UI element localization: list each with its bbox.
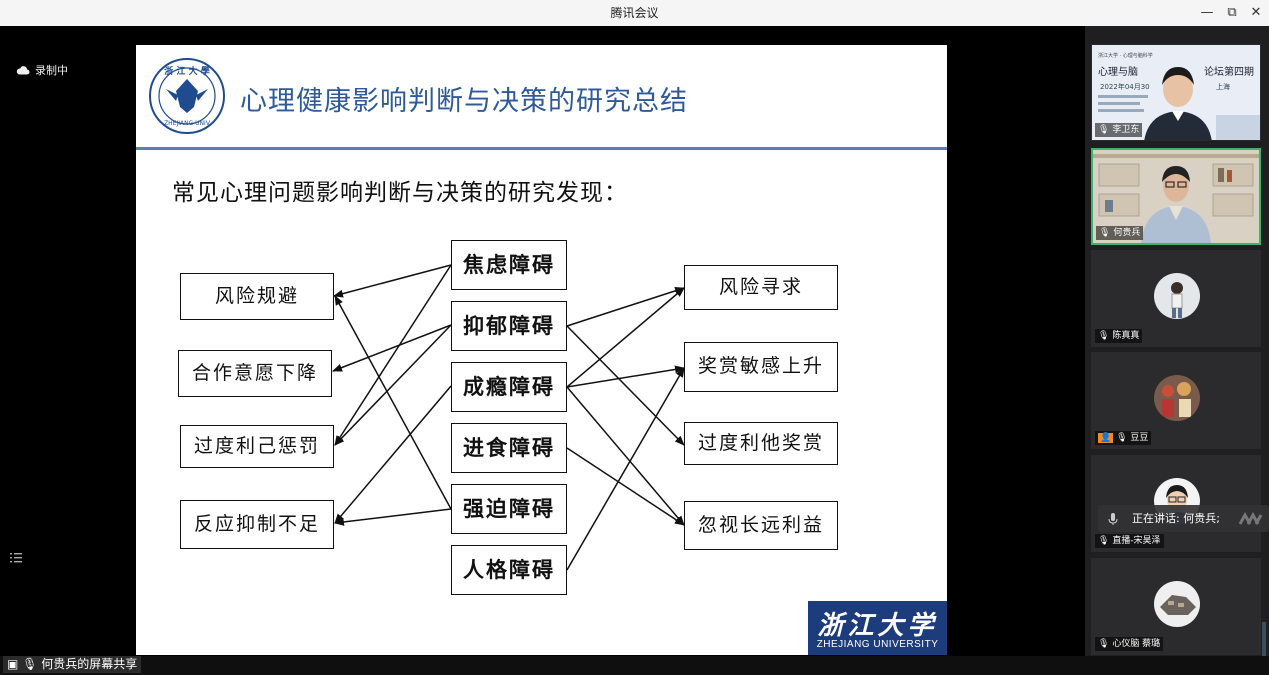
speaker-icon [1106, 511, 1120, 530]
sidebar-scrollbar[interactable] [1262, 622, 1266, 656]
arrow-depression-to-cooperation [332, 324, 452, 372]
mid-box-personality: 人格障碍 [451, 545, 567, 595]
arrow-addiction-to-reward-sensitivity [566, 365, 685, 388]
speaking-indicator: 正在讲话: 何贵兵; [1098, 505, 1269, 532]
right-box-altruistic-reward: 过度利他奖赏 [684, 422, 838, 465]
svg-text:浙 江 大 學: 浙 江 大 學 [164, 65, 209, 77]
participant-tile[interactable]: 🎙 直播-宋昊泽 [1091, 455, 1261, 552]
participant-tile[interactable]: 🎙 心仪脑 蔡璐 [1091, 558, 1261, 655]
title-divider [136, 147, 947, 150]
participant-name: 🎙 心仪脑 蔡璐 [1095, 637, 1164, 651]
left-box-selfish-punishment: 过度利己惩罚 [180, 425, 334, 468]
participant-tile[interactable]: 🎙 陈真真 [1091, 250, 1261, 347]
zju-logo-cn: 浙江大学 [817, 611, 938, 641]
cloud-icon [16, 65, 30, 78]
arrow-addiction-to-longterm-neglect [566, 386, 685, 526]
window-title: 腾讯会议 [610, 6, 659, 20]
person-icon: 👤 [1098, 433, 1114, 443]
arrow-anxiety-to-selfish-punishment [334, 264, 452, 446]
svg-text:浙江大学 · 心理与脑科学: 浙江大学 · 心理与脑科学 [1098, 52, 1153, 59]
arrow-ocd-to-risk-avoidance [334, 295, 452, 510]
arrow-depression-to-altruistic-reward [566, 325, 685, 446]
mid-box-ocd: 强迫障碍 [451, 484, 567, 534]
minimize-button[interactable]: — [1200, 5, 1214, 20]
mid-box-anxiety: 焦虑障碍 [451, 240, 567, 290]
mid-box-depression: 抑郁障碍 [451, 301, 567, 351]
audio-wave-icon [1238, 511, 1264, 530]
mic-muted-icon: 🎙 [1098, 536, 1110, 546]
zju-seal-logo: 浙 江 大 學 ZHEJIANG UNIV [148, 57, 226, 135]
restore-button[interactable]: ⧉ [1227, 5, 1237, 20]
recording-indicator[interactable]: 录制中 [16, 62, 68, 78]
left-box-risk-avoidance: 风险规避 [180, 273, 334, 320]
left-box-response-inhibition: 反应抑制不足 [180, 500, 334, 549]
right-box-risk-seeking: 风险寻求 [684, 265, 838, 310]
close-button[interactable]: ✕ [1250, 5, 1262, 20]
list-icon[interactable] [8, 550, 24, 566]
bottom-bar [0, 656, 1269, 675]
speaking-text: 正在讲话: 何贵兵; [1132, 512, 1220, 525]
slide-title: 心理健康影响判断与决策的研究总结 [240, 86, 688, 117]
participant-name: 🎙 李卫东 [1095, 123, 1143, 137]
presentation-slide: 浙 江 大 學 ZHEJIANG UNIV 心理健康影响判断与决策的研究总结 常… [136, 45, 947, 655]
mic-muted-icon: 🎙 [1098, 639, 1110, 649]
arrow-ocd-to-response-inhibition [334, 508, 452, 526]
svg-text:ZHEJIANG UNIV: ZHEJIANG UNIV [164, 120, 211, 127]
avatar [1154, 375, 1200, 421]
participant-tile[interactable]: 浙江大学 · 心理与脑科学 心理与脑 论坛第四期 2022年04月30 上海 🎙… [1091, 44, 1261, 141]
participant-name: 🎙 直播-宋昊泽 [1095, 534, 1164, 548]
screen-share-label[interactable]: ▣ 🎙 何贵兵的屏幕共享 [3, 656, 142, 673]
participant-tile[interactable]: 👤 🎙 豆豆 [1091, 352, 1261, 449]
arrow-eating-to-longterm-neglect [566, 447, 685, 526]
screen-share-icon: ▣ [7, 657, 19, 671]
arrow-anxiety-to-risk-avoidance [333, 264, 452, 298]
recording-label: 录制中 [35, 64, 68, 77]
avatar [1154, 273, 1200, 319]
arrow-addiction-to-response-inhibition [334, 385, 452, 524]
avatar [1154, 581, 1200, 627]
svg-text:上海: 上海 [1216, 82, 1230, 91]
arrow-addiction-to-risk-seeking [566, 287, 685, 388]
mid-box-eating: 进食障碍 [451, 423, 567, 473]
mic-muted-icon: 🎙 [1098, 331, 1110, 341]
mic-icon: 🎙 [1099, 228, 1111, 238]
mic-muted-icon: 🎙 [1098, 125, 1110, 135]
arrow-personality-to-reward-sensitivity [566, 367, 685, 571]
mic-icon: 🎙 [22, 657, 38, 671]
svg-text:心理与脑: 心理与脑 [1098, 65, 1138, 78]
arrow-depression-to-selfish-punishment [334, 324, 452, 446]
svg-text:2022年04月30: 2022年04月30 [1100, 82, 1150, 91]
participant-name: 👤 🎙 豆豆 [1095, 431, 1152, 445]
zju-wordmark-logo: 浙江大学 ZHEJIANG UNIVERSITY [808, 601, 947, 655]
left-box-cooperation-decline: 合作意愿下降 [178, 350, 332, 397]
mid-box-addiction: 成瘾障碍 [451, 362, 567, 412]
svg-text:论坛第四期: 论坛第四期 [1204, 65, 1254, 78]
screen-share-name: 何贵兵的屏幕共享 [41, 657, 138, 671]
right-box-reward-sensitivity: 奖赏敏感上升 [684, 342, 838, 392]
zju-logo-en: ZHEJIANG UNIVERSITY [816, 639, 939, 650]
mic-muted-icon: 🎙 [1116, 433, 1128, 443]
slide-subtitle: 常见心理问题影响判断与决策的研究发现： [172, 180, 628, 206]
participant-name: 🎙 何贵兵 [1096, 226, 1144, 240]
participant-name: 🎙 陈真真 [1095, 329, 1143, 343]
window-titlebar: 腾讯会议 — ⧉ ✕ [0, 0, 1269, 26]
arrow-depression-to-risk-seeking [566, 286, 685, 327]
right-box-longterm-neglect: 忽视长远利益 [684, 501, 838, 550]
participant-tile-active[interactable]: 🎙 何贵兵 [1091, 148, 1261, 245]
